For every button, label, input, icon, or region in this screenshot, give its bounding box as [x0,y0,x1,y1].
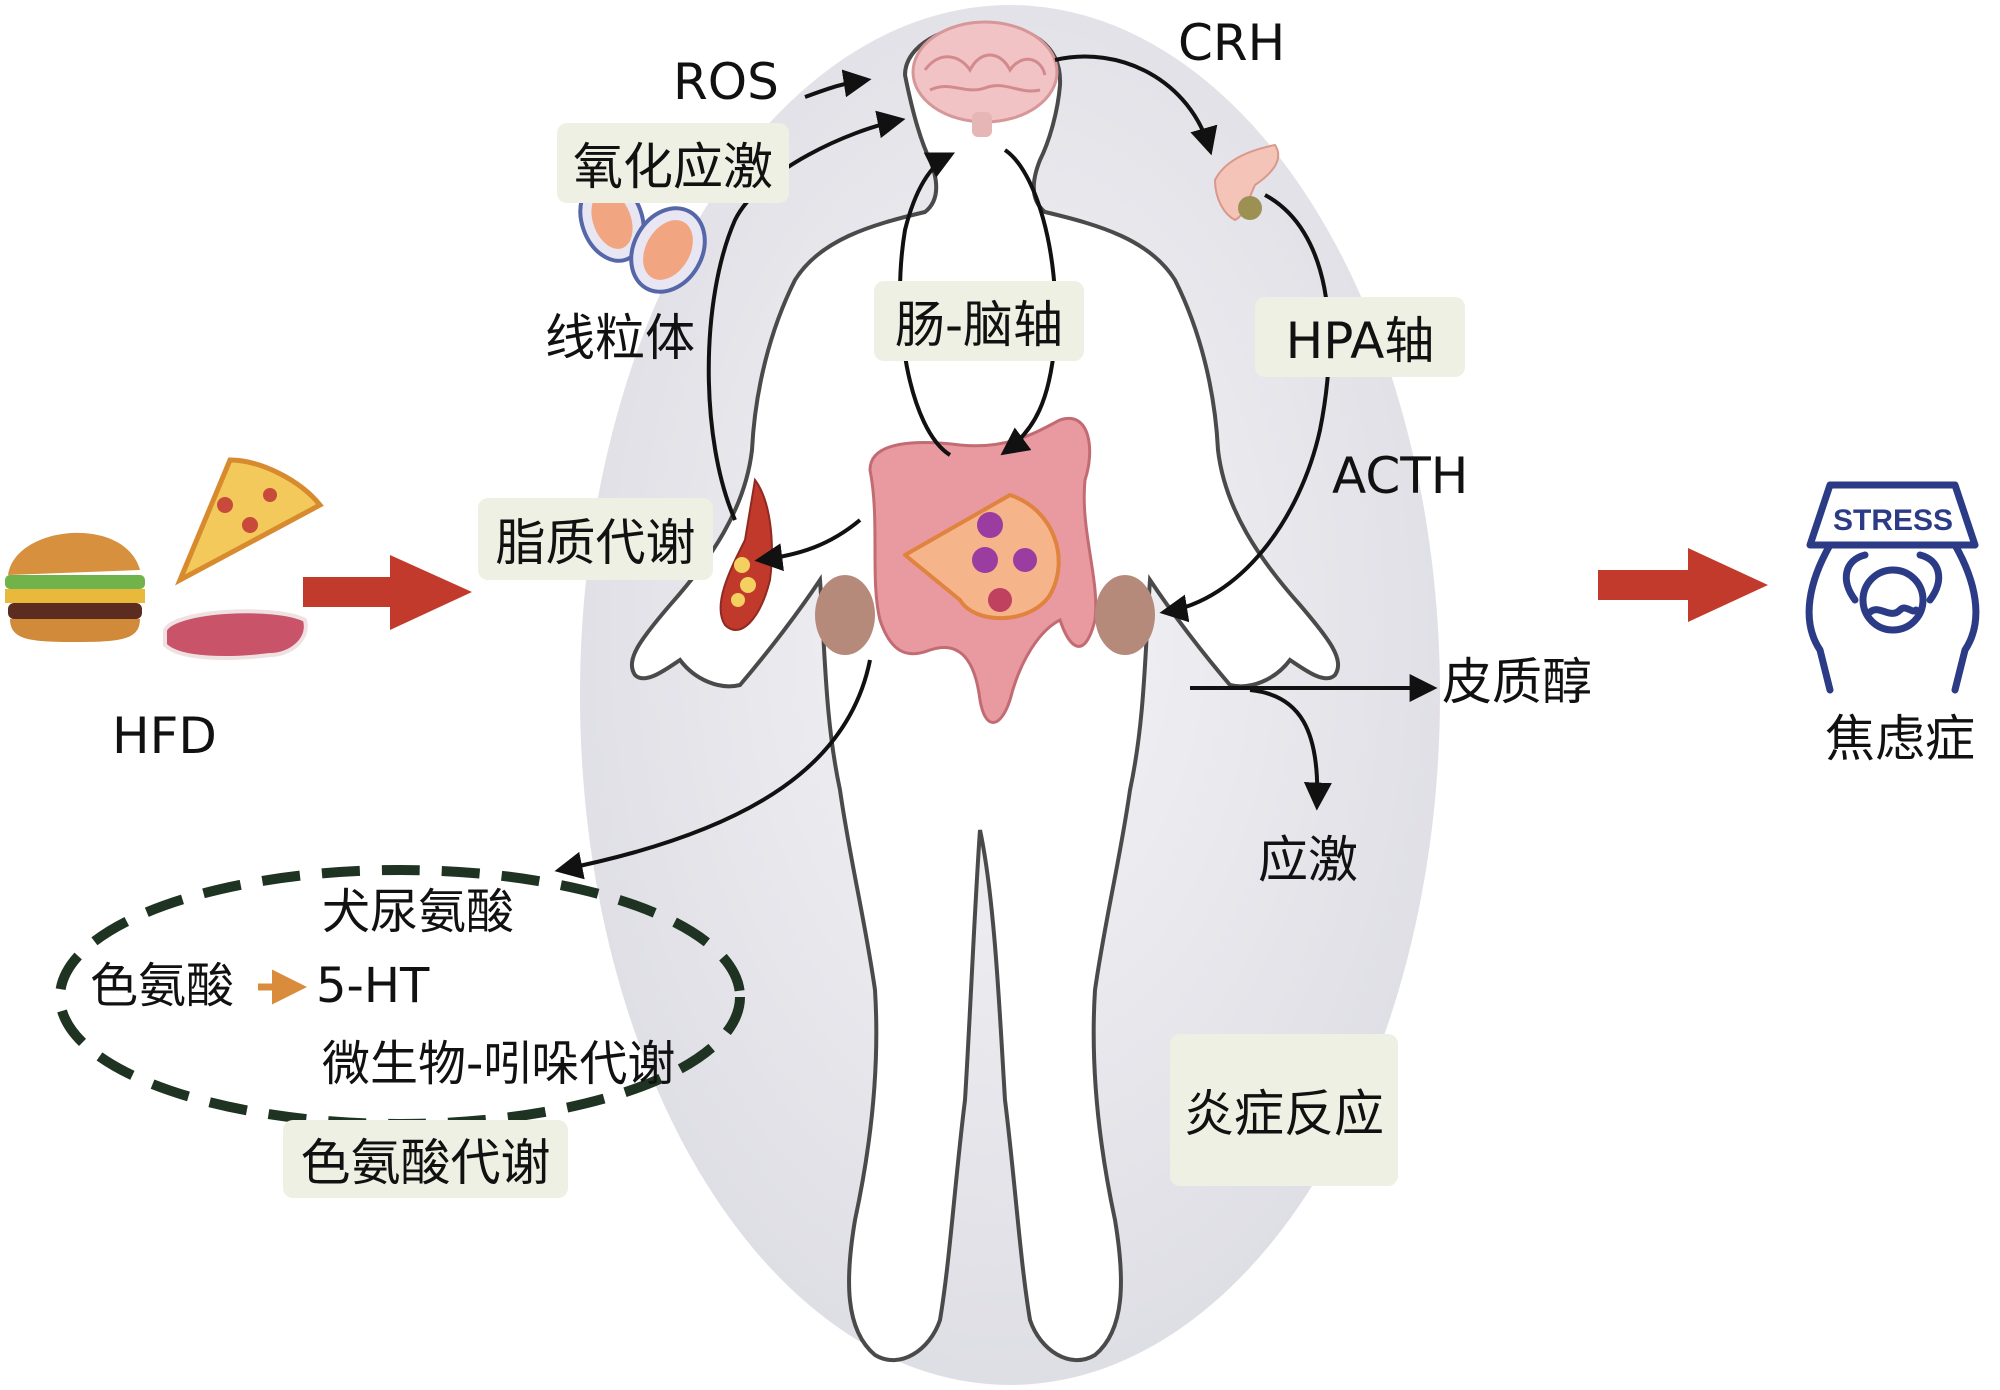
hfd-arrow [303,555,472,630]
meat-icon [163,609,308,660]
anxiety-arrow [1598,548,1768,622]
hfd-label: HFD [112,707,217,765]
anxiety-label: 焦虑症 [1825,710,1975,768]
lipid-metabolism-box: 脂质代谢 [478,498,713,580]
gut-to-tryptophan-arrow [554,659,872,880]
burger-icon [5,532,145,642]
inflammation-box: 炎症反应 [1170,1034,1398,1186]
ros-label: ROS [673,53,779,111]
cortisol-label: 皮质醇 [1442,653,1592,711]
mitochondria-label: 线粒体 [545,309,695,367]
intestine-icon [815,416,1155,724]
brain-icon [911,20,1059,137]
oxidative-stress-box: 氧化应激 [557,123,789,203]
gut-brain-axis-box: 肠-脑轴 [874,281,1084,361]
acth-arrow [1159,193,1332,623]
stress-icon [1805,481,1980,694]
serotonin-label: 5-HT [316,958,430,1014]
gut-brain-up-arrow [898,152,956,457]
acth-label: ACTH [1332,447,1469,505]
gut-to-lipid-arrow [754,518,862,572]
crh-arrow [1054,54,1218,156]
artery-icon [719,477,773,631]
tryptophan-metabolism-box: 色氨酸代谢 [283,1120,568,1198]
pizza-icon [174,457,324,586]
lipid-to-brain-arrow [706,110,906,521]
tryptophan-label: 色氨酸 [90,958,235,1014]
stress-arrow [1249,688,1332,811]
kynurenine-label: 犬尿氨酸 [322,884,515,940]
pituitary-icon [1213,143,1280,222]
crh-label: CRH [1178,14,1286,72]
hpa-axis-box: HPA轴 [1255,297,1465,377]
stress-sign-text: STRESS [1833,504,1953,537]
ros-arrow [804,69,872,99]
stress-label: 应激 [1258,831,1358,889]
microbe-indole-label: 微生物-吲哚代谢 [322,1036,676,1092]
